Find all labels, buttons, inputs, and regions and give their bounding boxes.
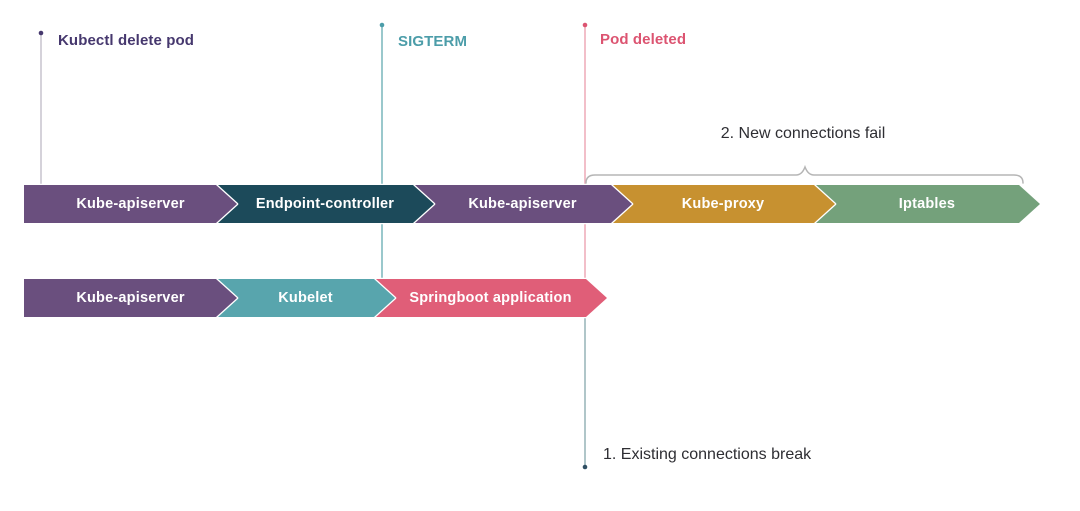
marker-label-kubectl-delete-pod: Kubectl delete pod [58, 32, 194, 49]
marker-dot-pod-deleted [582, 22, 588, 28]
arrow-segment [22, 183, 239, 225]
segment-label: Endpoint-controller [255, 196, 395, 212]
segment-label: Kube-apiserver [76, 290, 185, 306]
annotation-existing-connections-break: 1. Existing connections break [603, 446, 812, 463]
segment-label: Iptables [898, 196, 956, 212]
bottom-marker-dot [582, 464, 588, 470]
segment-label: Springboot application [409, 290, 572, 306]
marker-label-sigterm: SIGTERM [398, 33, 468, 50]
segment-label: Kubelet [278, 290, 333, 306]
marker-dot-kubectl-delete-pod [38, 30, 44, 36]
segment-label: Kube-proxy [681, 196, 765, 212]
segment-label: Kube-apiserver [468, 196, 577, 212]
brace [585, 164, 1024, 184]
marker-dot-sigterm [379, 22, 385, 28]
annotation-new-connections-fail: 2. New connections fail [720, 125, 886, 142]
segment-label: Kube-apiserver [76, 196, 185, 212]
arrow-segment [22, 277, 239, 319]
marker-label-pod-deleted: Pod deleted [600, 31, 687, 48]
